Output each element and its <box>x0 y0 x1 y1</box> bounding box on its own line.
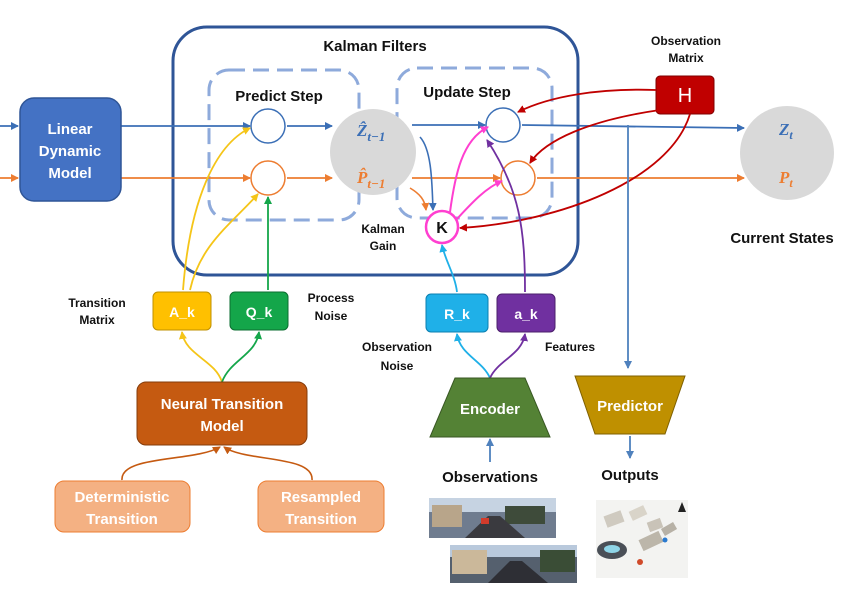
transition-matrix-line1: Transition <box>68 296 125 310</box>
a-k-to-predict-p <box>189 193 259 291</box>
h-to-update-p <box>529 109 661 164</box>
kalman-gain-node <box>424 209 460 245</box>
current-state-circle <box>740 106 834 200</box>
h-to-update-z <box>517 88 657 113</box>
update-node-z <box>485 107 521 143</box>
q-k-label: Q_k <box>246 304 273 320</box>
observations-label: Observations <box>442 469 538 486</box>
neural-model-line2: Model <box>200 418 243 435</box>
encoder-to-r-k <box>454 333 491 379</box>
neural-to-a-k <box>178 331 223 383</box>
blue-to-kalman-gain <box>419 136 437 211</box>
blue-flow-update-to-current <box>521 123 745 132</box>
kalman-gain-symbol: K <box>436 220 448 237</box>
h-to-kalman-gain <box>459 113 691 232</box>
linear-model-line3: Model <box>48 165 91 182</box>
deterministic-to-neural <box>121 446 221 481</box>
k-to-update-p <box>455 179 503 221</box>
encoder-to-a-k <box>489 333 528 379</box>
deterministic-line2: Transition <box>86 511 158 528</box>
neural-to-q-k <box>221 331 263 383</box>
linear-model-line1: Linear <box>47 121 92 138</box>
predict-step-label: Predict Step <box>235 88 323 105</box>
resampled-to-neural <box>223 446 313 481</box>
update-node-p <box>500 160 536 196</box>
r-k-label: R_k <box>444 306 470 322</box>
previous-state-circle <box>330 109 416 195</box>
q-k-box <box>229 291 289 331</box>
observation-noise-line2: Noise <box>381 359 414 373</box>
neural-model-line1: Neural Transition <box>161 396 284 413</box>
observation-matrix-box <box>655 75 715 115</box>
process-noise-line2: Noise <box>315 309 348 323</box>
resampled-transition-box <box>257 480 385 533</box>
encoder-label: Encoder <box>460 401 520 418</box>
observation-noise-line1: Observation <box>362 340 432 354</box>
neural-transition-model-box <box>136 381 308 446</box>
a-k-feat-to-update-z <box>486 139 526 293</box>
process-noise-line1: Process <box>308 291 355 305</box>
predict-node-z <box>250 108 286 144</box>
z-prev-label: Ẑt−1 <box>356 121 385 144</box>
p-cur-label: Pt <box>778 168 793 190</box>
update-step-label: Update Step <box>423 84 511 101</box>
features-label: Features <box>545 340 595 354</box>
z-cur-label: Zt <box>778 120 793 142</box>
kalman-filters-box <box>171 25 580 277</box>
obs-matrix-line1: Observation <box>651 34 721 48</box>
transition-matrix-line2: Matrix <box>79 313 115 327</box>
predictor-label: Predictor <box>597 398 663 415</box>
orange-to-kalman-gain <box>409 187 430 211</box>
p-prev-label: P̂t−1 <box>356 168 385 191</box>
kalman-gain-line2: Gain <box>370 239 397 253</box>
current-states-label: Current States <box>730 230 833 247</box>
a-k-feature-box <box>496 293 556 333</box>
resampled-line2: Transition <box>285 511 357 528</box>
predictor-box <box>574 375 686 435</box>
a-k-label: A_k <box>169 304 195 320</box>
linear-model-line2: Dynamic <box>39 143 102 160</box>
r-k-box <box>425 293 489 333</box>
kalman-gain-line1: Kalman <box>361 222 404 236</box>
outputs-label: Outputs <box>601 467 659 484</box>
r-k-to-kalman-gain <box>439 244 458 293</box>
encoder-box <box>429 377 551 438</box>
observation-image-2 <box>450 545 577 583</box>
observation-matrix-symbol: H <box>678 85 692 107</box>
observation-image-1 <box>429 498 556 538</box>
k-to-update-z <box>449 126 489 213</box>
obs-matrix-line2: Matrix <box>668 51 704 65</box>
deterministic-line1: Deterministic <box>74 489 169 506</box>
resampled-line1: Resampled <box>281 489 361 506</box>
outputs-image <box>596 500 688 578</box>
a-k-to-predict-z <box>182 127 251 291</box>
predict-node-p <box>250 160 286 196</box>
linear-dynamic-model-box <box>19 97 122 202</box>
deterministic-transition-box <box>54 480 191 533</box>
a-k-feature-label: a_k <box>514 306 538 322</box>
a-k-box <box>152 291 212 331</box>
kalman-filters-title: Kalman Filters <box>323 38 426 55</box>
